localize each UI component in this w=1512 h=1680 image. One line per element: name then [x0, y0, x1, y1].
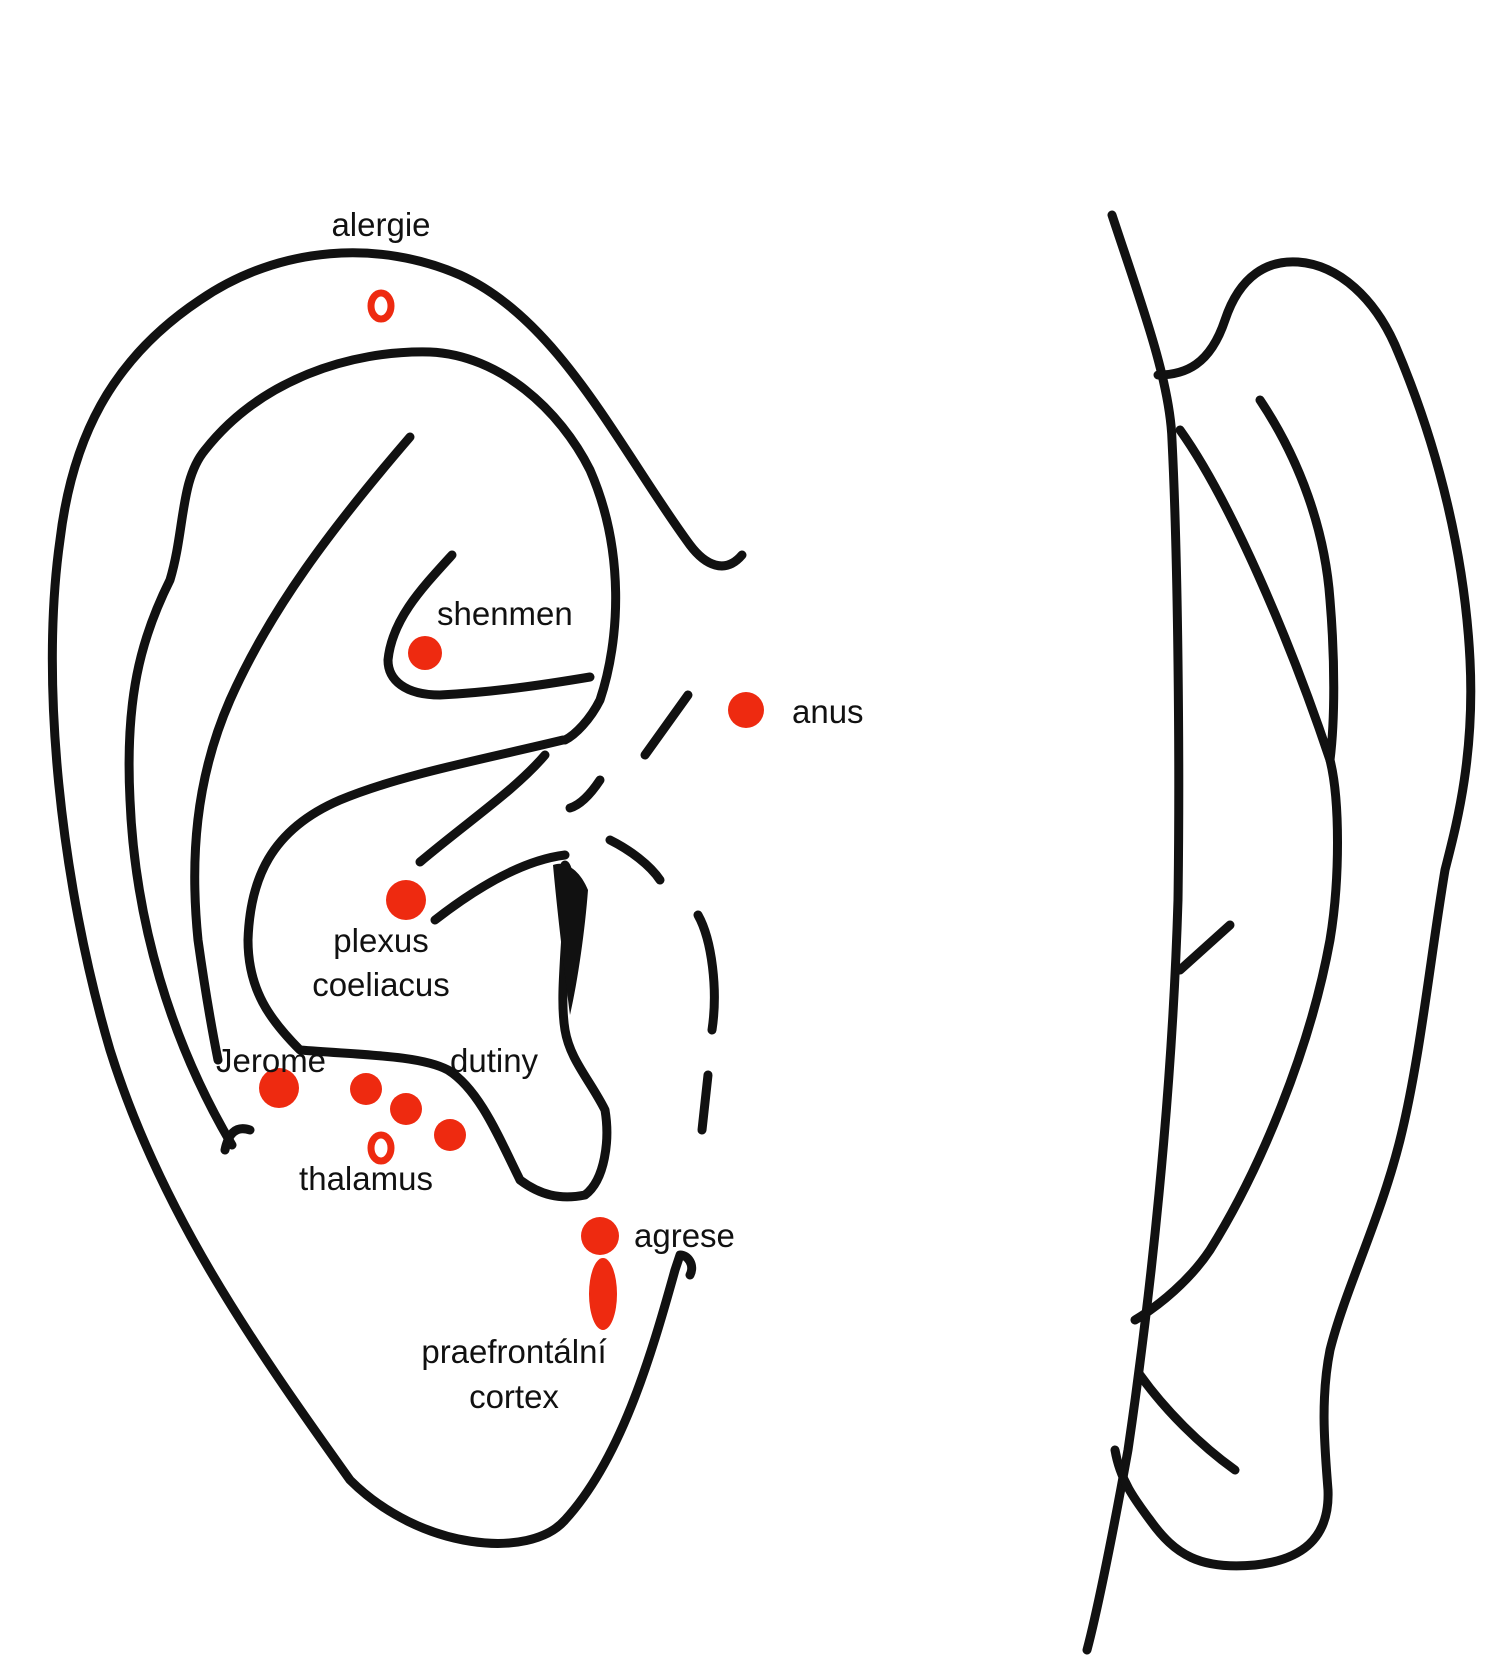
label-praefrontalni: praefrontální [421, 1333, 606, 1370]
intertragic-notch [553, 863, 588, 1015]
point-shenmen [408, 636, 442, 670]
helix-outline [47, 248, 747, 1548]
point-jerome [259, 1068, 299, 1108]
point-thalamus [367, 1131, 395, 1165]
point-labels: alergie shenmen anus plexus coeliacus Je… [216, 206, 864, 1415]
side-ear-lobe-line [1135, 1370, 1240, 1475]
point-dutiny-2 [390, 1093, 422, 1125]
side-ear-crease [1175, 920, 1235, 975]
label-agrese: agrese [634, 1217, 735, 1254]
label-dutiny: dutiny [450, 1042, 539, 1079]
label-alergie: alergie [331, 206, 430, 243]
point-dutiny-3 [434, 1119, 466, 1151]
tragus-dash-5 [697, 1070, 713, 1135]
inferior-crus [415, 750, 550, 867]
point-dutiny-1 [350, 1073, 382, 1105]
label-plexus: plexus [333, 922, 428, 959]
point-anus [728, 692, 764, 728]
point-agrese [581, 1217, 619, 1255]
superior-crus [190, 432, 415, 1065]
tragus-dash-4 [693, 910, 719, 1035]
tragus-dash-2 [565, 775, 605, 813]
side-ear-inner-ridge [1130, 425, 1342, 1325]
ear-side-view [1082, 210, 1476, 1655]
tragus-dash-3 [605, 835, 665, 885]
tragus-dash-1 [640, 690, 693, 760]
side-ear-fold [1255, 395, 1339, 765]
antihelix-ridge [243, 735, 612, 1202]
label-coeliacus: coeliacus [312, 966, 450, 1003]
point-praefrontalni-cortex [589, 1258, 617, 1330]
ear-front-view [47, 248, 747, 1548]
triangular-fossa [383, 550, 595, 700]
concha-curve [430, 850, 570, 925]
point-alergie [367, 289, 395, 323]
label-jerome: Jerome [216, 1042, 326, 1079]
head-line [1082, 210, 1184, 1655]
side-ear-outline [1110, 257, 1476, 1571]
label-anus: anus [792, 693, 864, 730]
label-shenmen: shenmen [437, 595, 573, 632]
point-plexus-coeliacus [386, 880, 426, 920]
antihelix-hook [220, 1124, 255, 1155]
label-thalamus: thalamus [299, 1160, 433, 1197]
label-cortex: cortex [469, 1378, 559, 1415]
inner-helix-fold [124, 347, 621, 1150]
acupuncture-points [259, 289, 764, 1330]
